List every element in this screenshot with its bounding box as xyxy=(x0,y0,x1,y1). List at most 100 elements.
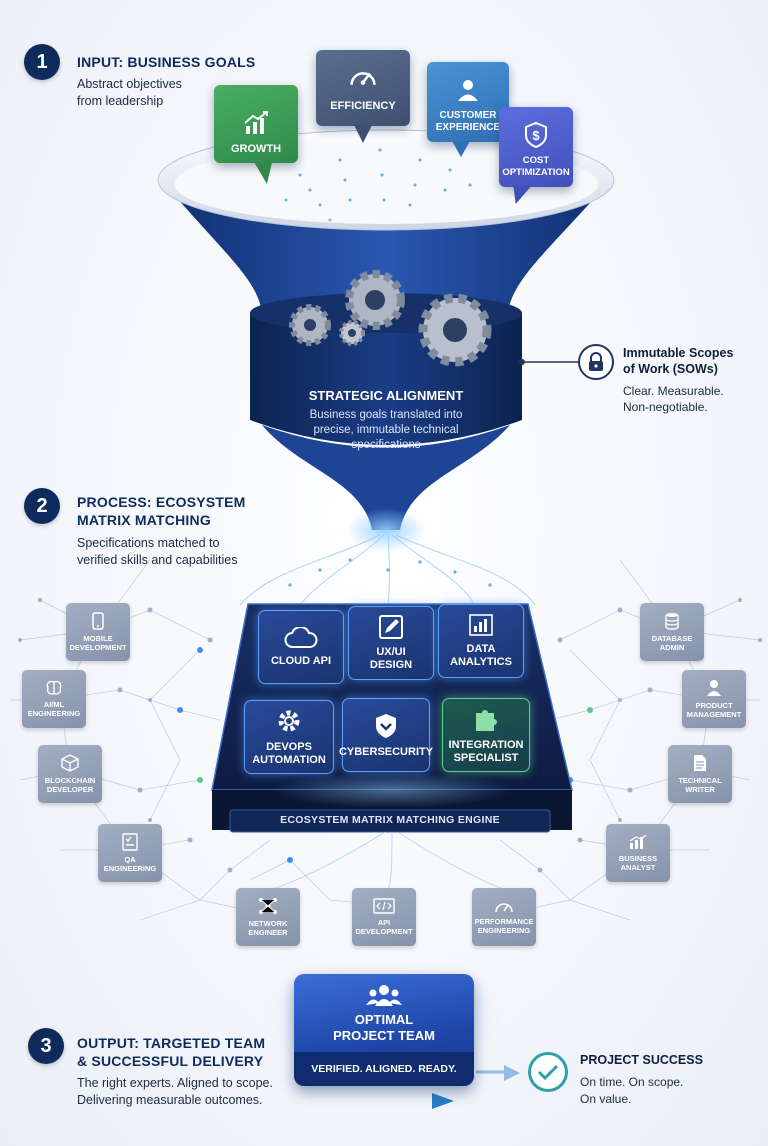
step-2-title-line: MATRIX MATCHING xyxy=(77,511,246,529)
team-subtitle-strip: VERIFIED. ALIGNED. READY. xyxy=(294,1052,474,1086)
sow-description: Clear. Measurable. Non-negotiable. xyxy=(623,383,724,415)
skill-business-analyst: BUSINESS ANALYST xyxy=(606,824,670,882)
skill-label: ENGINEERING xyxy=(104,864,157,873)
puzzle-icon xyxy=(472,705,500,733)
tile-label: DESIGN xyxy=(370,659,412,672)
gear-icon xyxy=(275,707,303,735)
tile-integration-specialist: INTEGRATION SPECIALIST xyxy=(442,698,530,772)
skill-ai-ml-engineering: AI/ML ENGINEERING xyxy=(22,670,86,728)
gauge-icon xyxy=(494,899,514,913)
step-1-desc-line: Abstract objectives xyxy=(77,76,182,93)
pen-design-icon xyxy=(378,614,404,640)
skill-label: BUSINESS xyxy=(619,854,657,863)
step-3-description: The right experts. Aligned to scope. Del… xyxy=(77,1075,273,1109)
skill-api-development: API DEVELOPMENT xyxy=(352,888,416,946)
team-title-line: OPTIMAL xyxy=(294,1012,474,1028)
skill-label: API xyxy=(378,918,391,927)
bar-chart-icon xyxy=(468,613,494,637)
lock-icon-circle xyxy=(578,344,614,380)
goal-label: COST xyxy=(523,155,549,167)
sow-desc-line: Clear. Measurable. xyxy=(623,383,724,399)
document-icon xyxy=(693,754,707,772)
goal-label: GROWTH xyxy=(231,143,281,155)
step-2-title-line: PROCESS: ECOSYSTEM xyxy=(77,493,246,511)
success-description: On time. On scope. On value. xyxy=(580,1074,683,1108)
sow-title-line: of Work (SOWs) xyxy=(623,361,733,377)
skill-technical-writer: TECHNICAL WRITER xyxy=(668,745,732,803)
skill-label: ENGINEER xyxy=(248,928,287,937)
tile-devops-automation: DEVOPS AUTOMATION xyxy=(244,700,334,774)
step-2-badge: 2 xyxy=(24,488,60,524)
matrix-engine-label: ECOSYSTEM MATRIX MATCHING ENGINE xyxy=(230,814,550,826)
tile-cloud-api: CLOUD API xyxy=(258,610,344,684)
person-icon xyxy=(454,76,482,104)
growth-chart-icon xyxy=(242,109,270,137)
cube-icon xyxy=(61,754,79,772)
cloud-icon xyxy=(284,627,318,649)
step-3-badge: 3 xyxy=(28,1028,64,1064)
team-title: OPTIMAL PROJECT TEAM xyxy=(294,1012,474,1044)
bar-chart-icon xyxy=(629,834,647,850)
sow-title: Immutable Scopes of Work (SOWs) xyxy=(623,345,733,377)
step-2-description: Specifications matched to verified skill… xyxy=(77,535,238,569)
step-1-description: Abstract objectives from leadership xyxy=(77,76,182,110)
tile-label: INTEGRATION xyxy=(449,739,524,752)
skill-mobile-development: MOBILE DEVELOPMENT xyxy=(66,603,130,661)
skill-label: DEVELOPMENT xyxy=(69,643,126,652)
funnel-desc-line: Business goals translated into xyxy=(270,408,502,423)
goal-card-customer-experience: CUSTOMER EXPERIENCE xyxy=(427,62,509,142)
goal-tail xyxy=(354,125,372,143)
tile-ux-ui-design: UX/UI DESIGN xyxy=(348,606,434,680)
funnel-desc-line: precise, immutable technical xyxy=(270,423,502,438)
success-check-circle xyxy=(528,1052,568,1092)
goal-label: OPTIMIZATION xyxy=(502,167,569,179)
skill-label: TECHNICAL xyxy=(678,776,721,785)
skill-label: DEVELOPER xyxy=(47,785,93,794)
optimal-project-team-card: OPTIMAL PROJECT TEAM VERIFIED. ALIGNED. … xyxy=(294,974,474,1086)
team-group-icon xyxy=(366,984,402,1006)
tile-label: AUTOMATION xyxy=(252,754,326,767)
tile-label: CLOUD API xyxy=(271,655,331,668)
tile-label: SPECIALIST xyxy=(454,752,519,765)
step-1-badge: 1 xyxy=(24,44,60,80)
success-desc-line: On time. On scope. xyxy=(580,1074,683,1091)
step-3-title-line: & SUCCESSFUL DELIVERY xyxy=(77,1052,265,1070)
skill-label: PRODUCT xyxy=(695,701,732,710)
goal-card-efficiency: EFFICIENCY xyxy=(316,50,410,126)
checklist-icon xyxy=(122,833,138,851)
goal-tail xyxy=(254,162,276,184)
skill-label: ADMIN xyxy=(660,643,685,652)
goal-card-growth: GROWTH xyxy=(214,85,298,163)
brain-icon xyxy=(45,680,63,696)
goal-card-cost-optimization: $ COST OPTIMIZATION xyxy=(499,107,573,187)
step-3-desc-line: The right experts. Aligned to scope. xyxy=(77,1075,273,1092)
success-title: PROJECT SUCCESS xyxy=(580,1053,703,1067)
sow-title-line: Immutable Scopes xyxy=(623,345,733,361)
skill-label: QA xyxy=(124,855,135,864)
skill-label: PERFORMANCE xyxy=(475,917,534,926)
step-3-desc-line: Delivering measurable outcomes. xyxy=(77,1092,273,1109)
skill-network-engineer: NETWORK ENGINEER xyxy=(236,888,300,946)
step-3-title-line: OUTPUT: TARGETED TEAM xyxy=(77,1034,265,1052)
tile-data-analytics: DATA ANALYTICS xyxy=(438,604,524,678)
skill-label: MOBILE xyxy=(83,634,112,643)
tile-label: UX/UI xyxy=(376,646,405,659)
lock-icon xyxy=(587,352,605,372)
funnel-desc-line: specifications xyxy=(270,438,502,453)
skill-label: DATABASE xyxy=(652,634,693,643)
goal-tail xyxy=(452,141,470,157)
step-1-desc-line: from leadership xyxy=(77,93,182,110)
tile-label: ANALYTICS xyxy=(450,656,512,669)
goal-label: EXPERIENCE xyxy=(436,122,500,134)
skill-performance-engineering: PERFORMANCE ENGINEERING xyxy=(472,888,536,946)
svg-text:$: $ xyxy=(532,128,540,143)
step-2-desc-line: Specifications matched to xyxy=(77,535,238,552)
speedometer-icon xyxy=(347,62,379,94)
skill-blockchain-developer: BLOCKCHAIN DEVELOPER xyxy=(38,745,102,803)
skill-label: AI/ML xyxy=(44,700,64,709)
step-1-title: INPUT: BUSINESS GOALS xyxy=(77,53,255,71)
skill-label: ANALYST xyxy=(621,863,656,872)
skill-label: ENGINEERING xyxy=(28,709,81,718)
network-icon xyxy=(258,897,278,915)
tile-label: DATA xyxy=(467,643,496,656)
